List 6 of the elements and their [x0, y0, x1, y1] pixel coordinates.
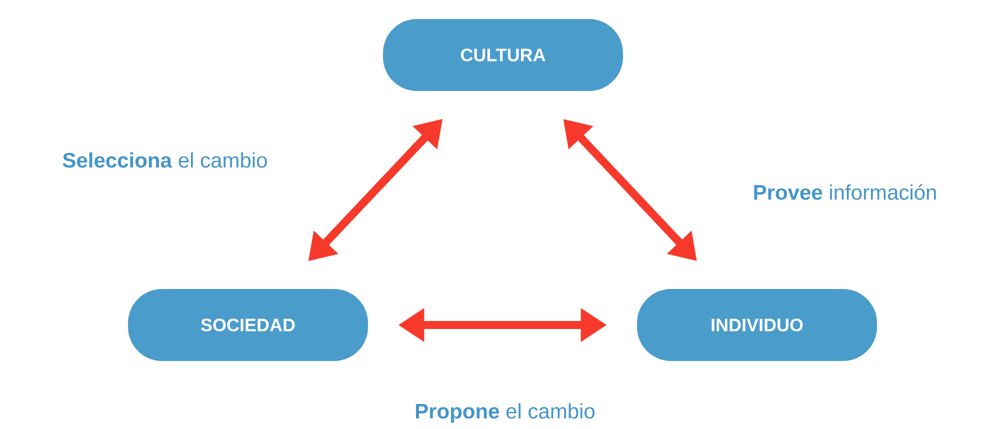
edge-label: Selecciona el cambio	[62, 152, 267, 168]
edge-label: Provee información	[754, 184, 936, 200]
rounded-box: CULTURA	[383, 19, 623, 91]
rounded-box: SOCIEDAD	[128, 289, 368, 361]
edge-label: Propone el cambio	[416, 403, 595, 423]
rounded-box: INDIVIDUO	[637, 289, 877, 361]
